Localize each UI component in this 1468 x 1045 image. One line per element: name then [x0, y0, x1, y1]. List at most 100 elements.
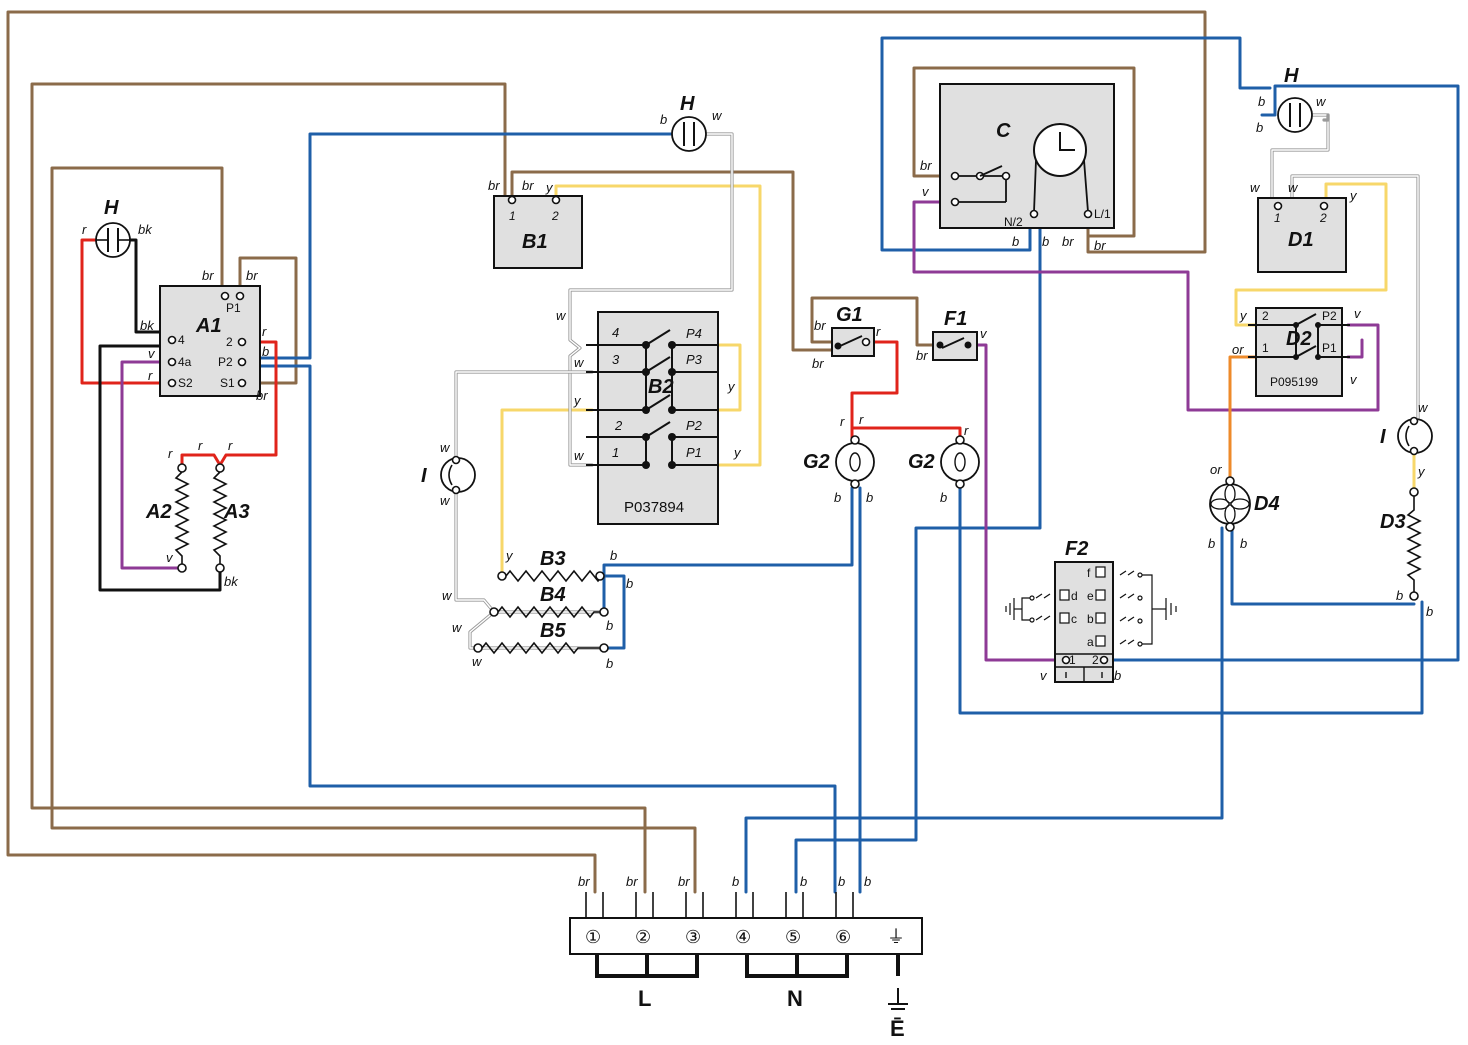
- svg-text:b: b: [660, 112, 667, 127]
- svg-text:D4: D4: [1254, 493, 1280, 515]
- svg-text:1: 1: [1069, 653, 1076, 667]
- svg-text:bk: bk: [140, 318, 155, 333]
- svg-text:P3: P3: [686, 352, 703, 367]
- svg-text:w: w: [1418, 400, 1429, 415]
- svg-text:r: r: [840, 414, 845, 429]
- svg-text:b: b: [610, 548, 617, 563]
- svg-text:br: br: [920, 158, 932, 173]
- component-i-left: I: [421, 455, 476, 495]
- svg-text:or: or: [1210, 462, 1222, 477]
- svg-text:b: b: [732, 874, 739, 889]
- svg-text:b: b: [1012, 234, 1019, 249]
- wire-blue-g2b-d3: [958, 486, 1424, 715]
- svg-text:c: c: [1071, 612, 1077, 626]
- terminal-block: ① ② ③ ④ ⑤ ⑥ ⏚ L N Ē: [569, 892, 923, 1041]
- svg-text:w: w: [574, 355, 585, 370]
- bus-n-label: N: [787, 986, 803, 1011]
- component-h-left: H: [95, 197, 131, 258]
- wire-yellow-b2-p3: [698, 343, 742, 412]
- wire-violet-a1-a2: [120, 360, 184, 570]
- wire-brown-a1-loop: [238, 256, 298, 385]
- svg-text:P2: P2: [218, 355, 233, 369]
- svg-text:r: r: [82, 222, 87, 237]
- svg-text:D2: D2: [1286, 328, 1312, 350]
- svg-text:P2: P2: [686, 418, 703, 433]
- component-b1: 1 2 B1: [493, 195, 583, 269]
- wire-orange-d2-d4: [1228, 355, 1260, 482]
- terminal-4: ④: [735, 927, 751, 947]
- svg-text:S1: S1: [220, 376, 235, 390]
- svg-text:y: y: [1417, 464, 1426, 479]
- svg-text:v: v: [1354, 306, 1362, 321]
- svg-text:b: b: [1087, 612, 1094, 626]
- wire-violet-f1-f2: [968, 343, 1068, 662]
- svg-text:1: 1: [1262, 341, 1269, 355]
- svg-text:r: r: [168, 446, 173, 461]
- svg-text:2: 2: [1262, 309, 1269, 323]
- svg-text:b: b: [1426, 604, 1433, 619]
- svg-text:v: v: [1040, 668, 1048, 683]
- svg-text:b: b: [866, 490, 873, 505]
- svg-text:b: b: [1256, 120, 1263, 135]
- wire-brown-b1-g1: [510, 170, 834, 352]
- terminal-6: ⑥: [835, 927, 851, 947]
- component-f1: F1: [932, 308, 978, 361]
- white-wires: [454, 113, 1420, 650]
- wire-blue-d4-d3: [1230, 526, 1416, 606]
- wire-brown-c-loop: [912, 66, 1136, 238]
- terminal-1: ①: [585, 927, 601, 947]
- wire-blue-b3-b5: [602, 574, 626, 650]
- svg-text:or: or: [1232, 342, 1244, 357]
- bus-e-label: Ē: [890, 1016, 905, 1041]
- svg-text:y: y: [1349, 188, 1358, 203]
- svg-text:1: 1: [509, 209, 516, 223]
- svg-text:A3: A3: [223, 501, 250, 523]
- svg-text:w: w: [440, 493, 451, 508]
- svg-text:b: b: [626, 576, 633, 591]
- svg-text:r: r: [964, 423, 969, 438]
- svg-text:G1: G1: [836, 304, 863, 326]
- svg-text:br: br: [1062, 234, 1074, 249]
- svg-text:e: e: [1087, 589, 1094, 603]
- wire-blue-terminal5: [794, 214, 1042, 894]
- wire-brown-terminal1: [6, 10, 1207, 894]
- svg-text:y: y: [505, 548, 514, 563]
- wire-blue-outer-right: [880, 36, 1272, 252]
- component-b2: 4 3 2 1 P4 P3 P2 P1 B2 P037894: [586, 311, 719, 525]
- svg-text:v: v: [1350, 372, 1358, 387]
- wire-brown-terminal2: [30, 82, 647, 894]
- wire-brown-g1-f1: [810, 296, 939, 347]
- svg-text:w: w: [574, 448, 585, 463]
- svg-text:br: br: [626, 874, 638, 889]
- svg-text:bk: bk: [224, 574, 239, 589]
- svg-text:w: w: [472, 654, 483, 669]
- component-h-right: H: [1277, 65, 1313, 133]
- wire-yellow-b1-b2: [554, 184, 762, 467]
- svg-text:I: I: [421, 465, 427, 487]
- svg-text:P2: P2: [1322, 309, 1337, 323]
- svg-text:H: H: [1284, 65, 1299, 87]
- component-i-right: I: [1380, 416, 1433, 456]
- svg-text:A1: A1: [195, 315, 222, 337]
- svg-text:2: 2: [614, 418, 623, 433]
- svg-text:B4: B4: [540, 584, 566, 606]
- component-g2-left: G2: [803, 435, 875, 489]
- wire-red-g1-g2: [850, 340, 899, 442]
- wire-red-a1-a3: [180, 340, 278, 470]
- svg-text:I: I: [1380, 426, 1386, 448]
- terminal-earth: ⏚: [887, 927, 905, 947]
- svg-text:F1: F1: [944, 308, 967, 330]
- svg-text:b: b: [606, 618, 613, 633]
- svg-text:w: w: [440, 440, 451, 455]
- component-h-middle: H: [671, 93, 707, 152]
- svg-text:b: b: [1396, 588, 1403, 603]
- svg-text:w: w: [1250, 180, 1261, 195]
- svg-text:b: b: [262, 344, 269, 359]
- svg-text:b: b: [864, 874, 871, 889]
- svg-text:G2: G2: [908, 451, 935, 473]
- wire-blue-terminal6: [240, 364, 837, 894]
- svg-text:r: r: [148, 368, 153, 383]
- svg-text:r: r: [876, 324, 881, 339]
- svg-text:w: w: [1288, 180, 1299, 195]
